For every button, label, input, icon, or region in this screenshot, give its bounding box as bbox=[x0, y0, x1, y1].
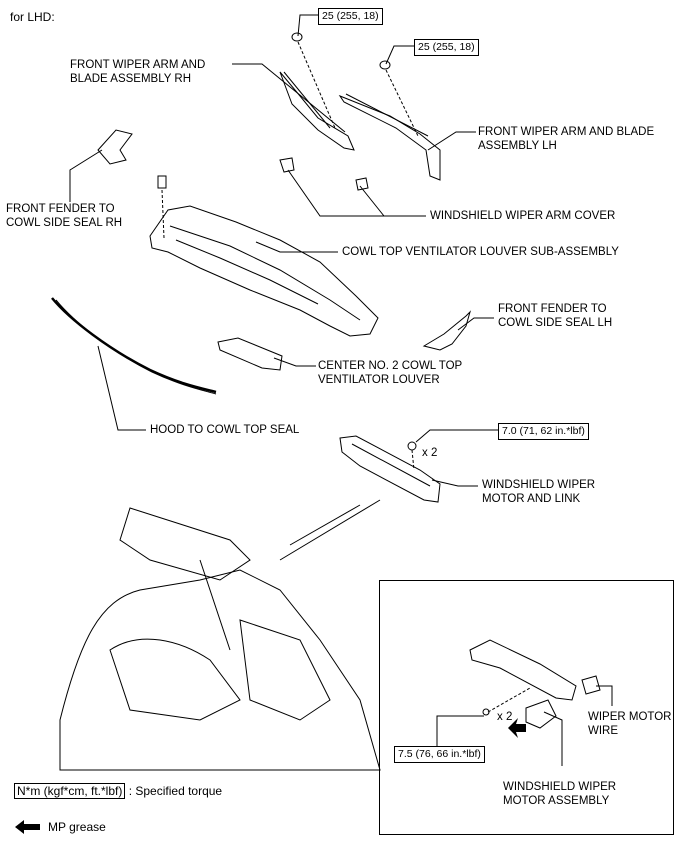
grease-arrow-icon bbox=[15, 820, 40, 834]
torque-link-bolt: 7.0 (71, 62 in.*lbf) bbox=[498, 423, 589, 440]
torque-nut-lh: 25 (255, 18) bbox=[414, 39, 479, 56]
arm-cover-left-icon bbox=[279, 157, 295, 173]
arm-cover-right-icon bbox=[355, 177, 369, 191]
leader-fender-seal-rh bbox=[69, 149, 103, 202]
dash-nut-rh bbox=[297, 41, 336, 129]
leader-nut-rh bbox=[297, 14, 318, 37]
label-wiper-arm-rh: FRONT WIPER ARM AND BLADE ASSEMBLY RH bbox=[70, 59, 206, 85]
label-arm-cover: WINDSHIELD WIPER ARM COVER bbox=[430, 210, 616, 222]
vehicle-windshield-edge-icon bbox=[279, 499, 381, 561]
label-center-louver: CENTER NO. 2 COWL TOP VENTILATOR LOUVER bbox=[318, 360, 463, 386]
vehicle-windshield-edge2-icon bbox=[289, 504, 361, 546]
hood-seal-icon bbox=[51, 297, 217, 394]
label-motor-link: WINDSHIELD WIPER MOTOR AND LINK bbox=[482, 479, 596, 505]
qty-link-bolt: x 2 bbox=[422, 447, 438, 459]
vehicle-hood-icon bbox=[119, 507, 251, 581]
leader-motor-bolt bbox=[436, 715, 484, 746]
nut-lh-icon bbox=[379, 60, 391, 70]
motor-link-rod-icon bbox=[351, 443, 431, 487]
inset-motor-icon bbox=[525, 699, 557, 729]
label-motor-wire: WIPER MOTOR WIRE bbox=[588, 711, 672, 737]
legend-torque-unit: N*m (kgf*cm, ft.*lbf) bbox=[14, 783, 126, 799]
leader-fender-seal-lh bbox=[457, 317, 494, 331]
clip-icon bbox=[157, 175, 167, 189]
torque-nut-rh: 25 (255, 18) bbox=[318, 8, 383, 25]
center-louver-icon bbox=[217, 337, 283, 371]
cowl-louver-sub-icon bbox=[149, 205, 379, 337]
leader-motor-wire bbox=[596, 685, 613, 706]
fender-seal-rh-icon bbox=[97, 129, 133, 165]
leader-louver-sub bbox=[255, 241, 338, 253]
leader-motor-assy bbox=[543, 711, 563, 766]
diagram-heading: for LHD: bbox=[10, 10, 55, 24]
legend-grease-text: MP grease bbox=[48, 820, 106, 834]
inset-bolt-icon bbox=[482, 708, 490, 716]
leader-nut-lh bbox=[385, 45, 414, 65]
legend-grease: MP grease bbox=[14, 820, 106, 834]
label-motor-assy: WINDSHIELD WIPER MOTOR ASSEMBLY bbox=[503, 781, 617, 807]
wiper-blade-rh-icon bbox=[283, 71, 331, 129]
leader-motor-link bbox=[431, 479, 478, 487]
inset-link-icon bbox=[469, 639, 577, 701]
leader-hood-seal bbox=[97, 345, 146, 431]
cowl-louver-rib-icon bbox=[169, 225, 361, 321]
leader-wiper-arm-rh bbox=[232, 63, 346, 133]
leader-arm-cover-left bbox=[287, 169, 384, 217]
motor-detail-inset bbox=[379, 580, 674, 835]
label-louver-sub: COWL TOP VENTILATOR LOUVER SUB-ASSEMBLY bbox=[342, 246, 619, 258]
label-fender-seal-rh: FRONT FENDER TO COWL SIDE SEAL RH bbox=[6, 203, 123, 229]
link-bolt-icon bbox=[407, 441, 417, 451]
legend-torque: N*m (kgf*cm, ft.*lbf) : Specified torque bbox=[14, 783, 223, 799]
vehicle-body-icon bbox=[59, 569, 381, 771]
dash-clip bbox=[161, 189, 165, 239]
motor-link-icon bbox=[339, 435, 441, 503]
hood-stay-icon bbox=[199, 559, 231, 651]
leader-link-bolt bbox=[415, 429, 498, 443]
leader-wiper-arm-lh bbox=[427, 131, 476, 151]
fender-seal-lh-icon bbox=[422, 310, 472, 351]
label-wiper-arm-lh: FRONT WIPER ARM AND BLADE ASSEMBLY LH bbox=[478, 126, 655, 152]
inset-grease-arrow-icon bbox=[508, 718, 526, 738]
dash-motor-bolt bbox=[487, 687, 531, 713]
label-fender-seal-lh: FRONT FENDER TO COWL SIDE SEAL LH bbox=[498, 303, 613, 329]
torque-motor-bolt: 7.5 (76, 66 in.*lbf) bbox=[394, 746, 485, 763]
inset-connector-icon bbox=[581, 675, 601, 695]
nut-rh-icon bbox=[291, 32, 303, 42]
cowl-louver-rib2-icon bbox=[175, 239, 319, 305]
wiper-arm-lh-icon bbox=[338, 94, 441, 181]
legend-torque-text: : Specified torque bbox=[128, 784, 223, 798]
hood-seal-inner-icon bbox=[55, 299, 217, 395]
dash-nut-lh bbox=[385, 69, 419, 137]
leader-arm-cover-right bbox=[359, 185, 426, 217]
engine-bay-icon bbox=[109, 638, 241, 721]
engine-part-icon bbox=[239, 619, 331, 721]
label-hood-seal: HOOD TO COWL TOP SEAL bbox=[150, 424, 300, 436]
qty-motor-bolt: x 2 bbox=[497, 711, 513, 723]
wiper-arm-rh-icon bbox=[279, 71, 355, 151]
wiper-blade-lh-icon bbox=[345, 93, 429, 137]
